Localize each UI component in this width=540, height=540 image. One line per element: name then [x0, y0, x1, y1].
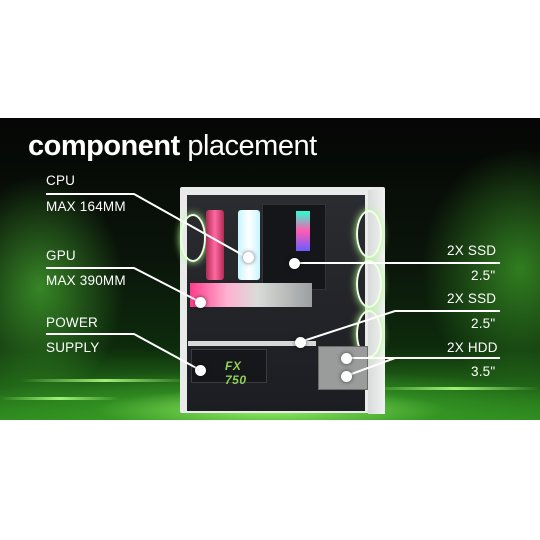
gpu-limit-label: MAX 390MM: [46, 273, 126, 288]
light-streak: [0, 397, 120, 400]
page-title: component placement: [28, 130, 317, 163]
hdd-size-label: 3.5": [471, 364, 496, 379]
coolant-tube: [206, 210, 224, 280]
psu-dot: [195, 365, 206, 376]
callout-lines: [46, 193, 500, 377]
front-fan-icon: [356, 210, 382, 258]
title-bold: component: [28, 130, 180, 162]
hero-banner: component placement FX 750 CPU MAX 164MM: [0, 118, 540, 420]
psu-label: POWER: [46, 315, 99, 330]
gpu-label: GPU: [46, 248, 76, 263]
title-light: placement: [179, 130, 317, 162]
ssd-dot: [289, 258, 300, 269]
ssd-size-label: 2.5": [471, 268, 496, 283]
ssd-label: 2X SSD: [447, 243, 497, 258]
graphics-card: [190, 283, 312, 307]
psu-shroud: [188, 341, 316, 346]
front-fan-icon: [356, 260, 382, 308]
ssd-dot: [295, 337, 306, 348]
motherboard: [262, 204, 326, 290]
ssd-label-2: 2X SSD: [447, 291, 497, 306]
ram-modules: [296, 211, 310, 251]
gpu-dot: [195, 297, 206, 308]
cpu-dot: [243, 252, 254, 263]
hdd-dot: [341, 353, 352, 364]
psu-label-2: SUPPLY: [46, 340, 100, 355]
coolant-reservoir: [238, 210, 260, 280]
cpu-limit-label: MAX 164MM: [46, 199, 126, 214]
cpu-label: CPU: [46, 173, 76, 188]
rear-fan-icon: [180, 214, 206, 262]
psu-model-label: FX 750: [225, 359, 247, 387]
ssd-size-label-2: 2.5": [471, 316, 496, 331]
power-supply-unit: FX 750: [191, 349, 267, 387]
light-streak: [370, 387, 540, 390]
hdd-label: 2X HDD: [447, 340, 498, 355]
light-streak: [20, 379, 190, 382]
hdd-dot: [341, 371, 352, 382]
